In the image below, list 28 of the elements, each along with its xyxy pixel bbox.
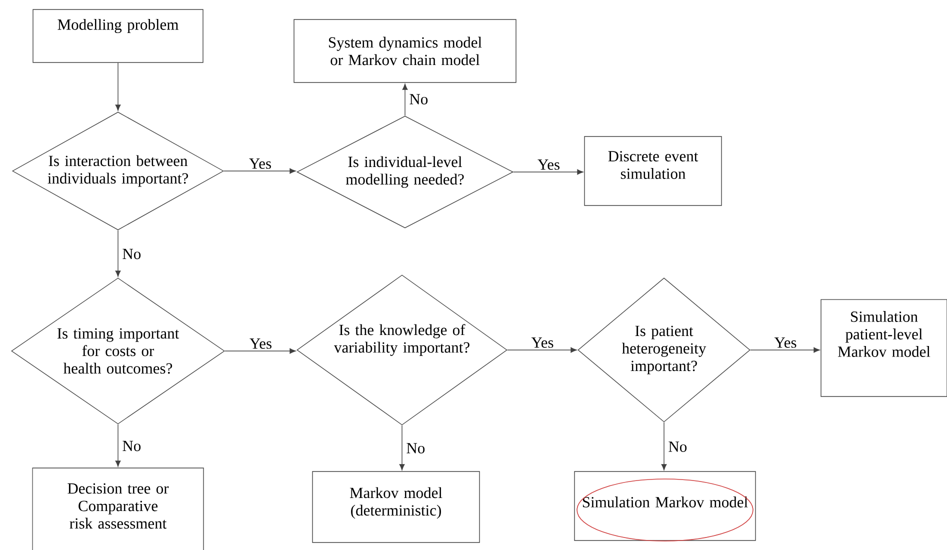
process-box: Discrete event simulation: [584, 136, 722, 206]
edge-label: Yes: [538, 160, 560, 170]
process-box: System dynamics model or Markov chain model: [294, 19, 516, 83]
process-box: Simulation patient-level Markov model: [820, 299, 947, 397]
arrow: [750, 347, 820, 353]
edge-label: No: [410, 94, 428, 104]
arrow: [115, 424, 121, 467]
process-box: Simulation Markov model: [574, 471, 756, 541]
edge-label: Yes: [531, 338, 554, 348]
process-box: Markov model (deterministic): [312, 471, 480, 543]
edge-label: Yes: [249, 158, 271, 169]
arrow: [224, 348, 296, 354]
process-box: Decision tree or Comparative risk assessment: [32, 468, 204, 550]
arrow: [402, 84, 408, 116]
arrow: [115, 230, 121, 277]
edge-label: Yes: [774, 338, 796, 348]
edge-label: No: [668, 442, 687, 452]
edge-label: No: [406, 443, 425, 454]
edge-label: No: [122, 248, 141, 260]
arrow: [399, 425, 405, 470]
process-box: Modelling problem: [32, 9, 204, 63]
arrow: [513, 169, 584, 175]
arrow: [115, 62, 121, 111]
arrow: [661, 422, 667, 470]
arrow: [224, 168, 296, 174]
edge-label: Yes: [250, 338, 272, 349]
arrow: [507, 347, 577, 353]
edge-label: No: [122, 440, 141, 452]
